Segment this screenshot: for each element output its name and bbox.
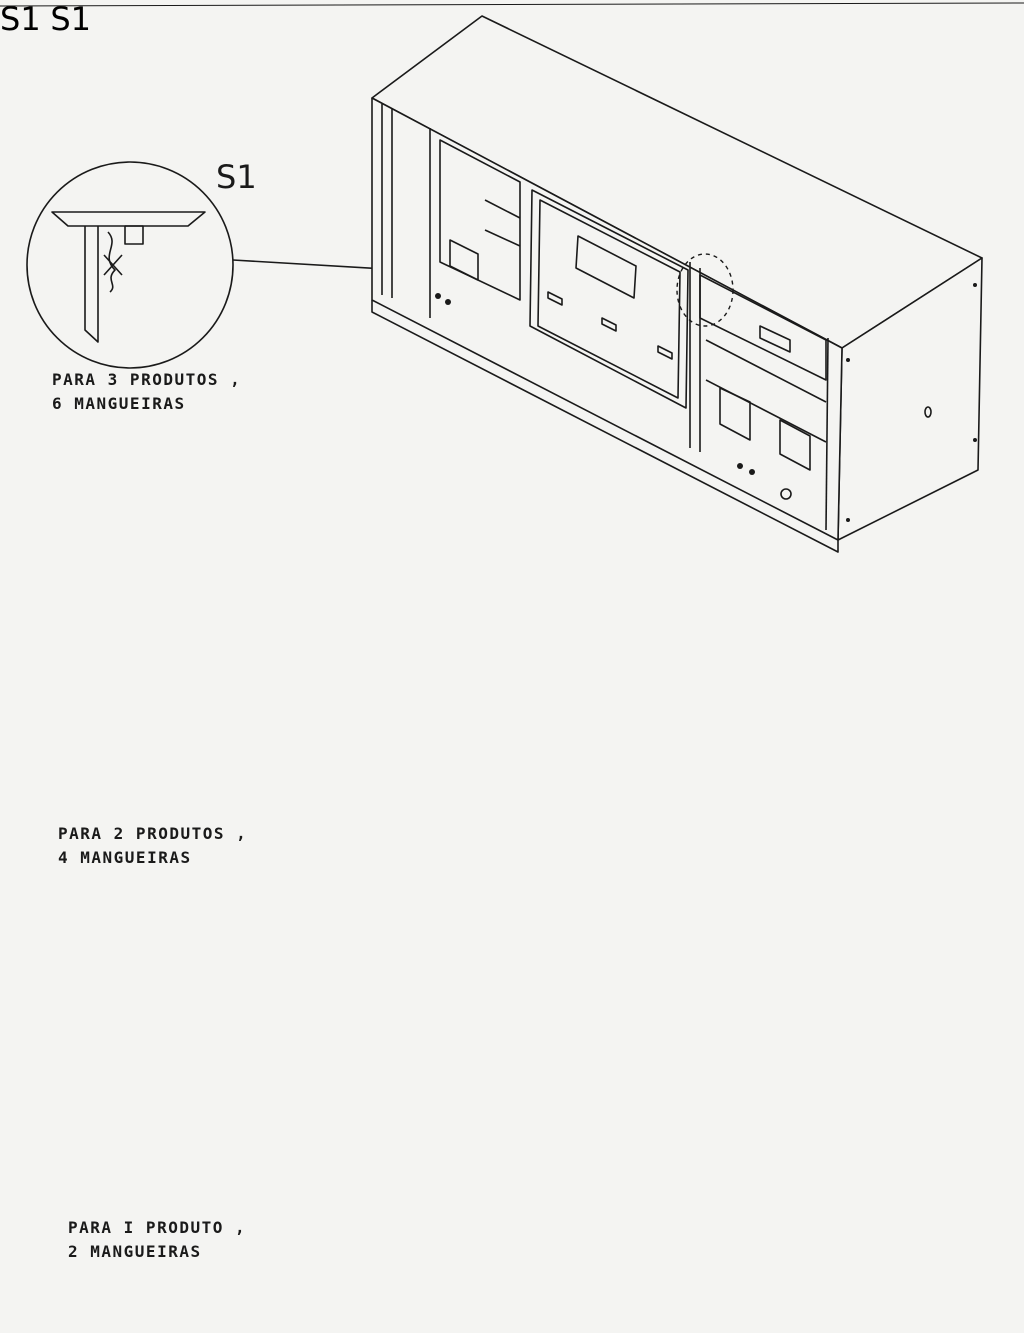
caption-line: PARA I PRODUTO ,: [68, 1218, 247, 1237]
figure-1-product: S1: [50, 0, 91, 38]
caption-2-products: PARA 2 PRODUTOS , 4 MANGUEIRAS: [58, 822, 247, 870]
caption-line: PARA 2 PRODUTOS ,: [58, 824, 248, 843]
caption-1-product: PARA I PRODUTO , 2 MANGUEIRAS: [68, 1216, 246, 1264]
detail-label: S1: [50, 0, 91, 38]
caption-line: 4 MANGUEIRAS: [58, 848, 192, 867]
detail-label: S1: [216, 158, 257, 196]
caption-3-products: PARA 3 PRODUTOS , 6 MANGUEIRAS: [52, 368, 241, 416]
sheet-top-edge: [0, 2, 1024, 7]
figure-3-products: S1: [26, 15, 983, 553]
caption-line: 6 MANGUEIRAS: [52, 394, 186, 413]
detail-circle-1: S1: [26, 158, 257, 369]
dispenser-cabinet-3: [371, 15, 983, 553]
caption-line: 2 MANGUEIRAS: [68, 1242, 202, 1261]
detail-circle-3: S1: [50, 0, 91, 38]
caption-line: PARA 3 PRODUTOS ,: [52, 370, 242, 389]
